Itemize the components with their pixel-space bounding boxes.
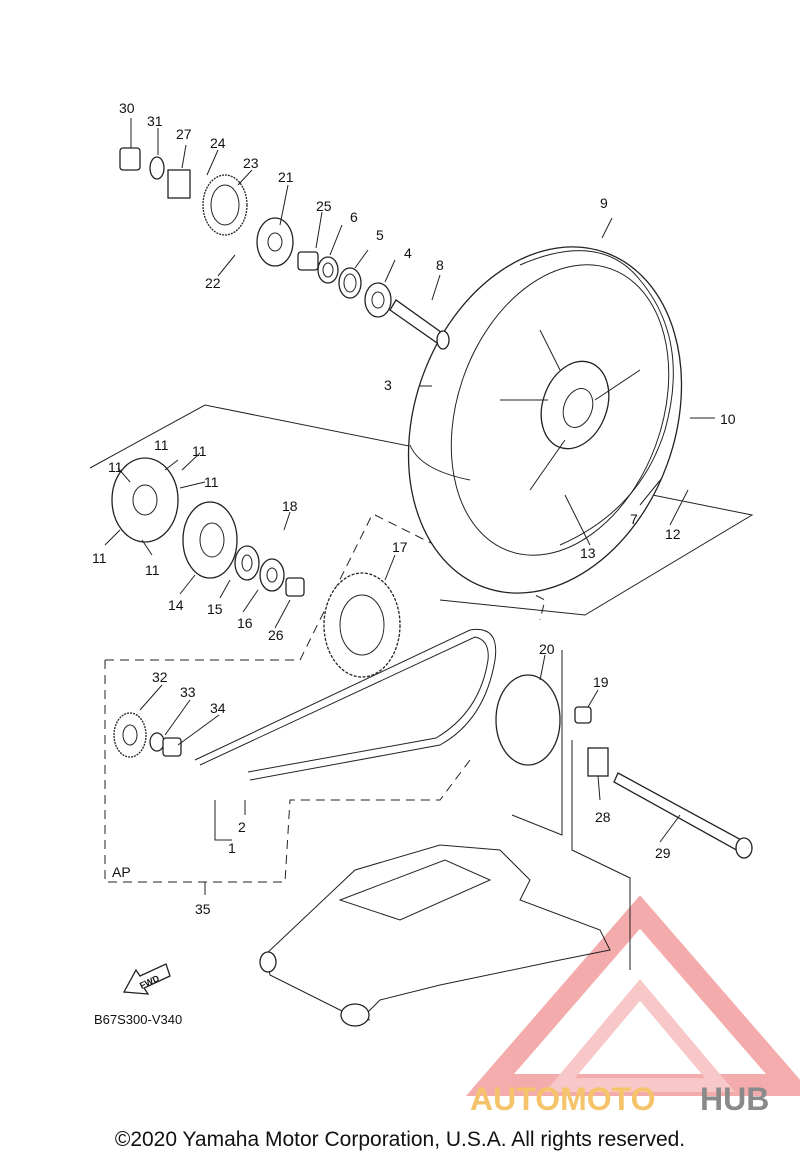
drive-chain — [194, 628, 497, 781]
watermark-logo — [465, 895, 800, 1096]
callout-9: 9 — [600, 195, 608, 211]
callout-2: 2 — [238, 819, 246, 835]
watermark-text-2: HUB — [700, 1081, 769, 1117]
callout-18: 18 — [282, 498, 298, 514]
watermark-text-1: AUTOMOTO — [470, 1081, 655, 1117]
callout-11-b: 11 — [192, 443, 207, 459]
callout-3: 3 — [384, 377, 392, 393]
callout-31: 31 — [147, 113, 163, 129]
sprocket-flange — [256, 217, 294, 267]
callout-12: 12 — [665, 526, 681, 542]
callout-4: 4 — [404, 245, 412, 261]
sprocket-cover — [495, 674, 561, 766]
axle-nut-set — [119, 147, 191, 199]
rear-wheel — [407, 246, 683, 594]
callout-30: 30 — [119, 100, 135, 116]
front-sprocket — [113, 712, 182, 758]
callout-29: 29 — [655, 845, 671, 861]
callout-14: 14 — [168, 597, 184, 613]
wheel-damper — [111, 457, 179, 543]
forward-arrow-icon: FWD — [122, 963, 171, 995]
callout-10: 10 — [720, 411, 736, 427]
callout-26: 26 — [268, 627, 284, 643]
callout-5: 5 — [376, 227, 384, 243]
callout-7: 7 — [630, 511, 638, 527]
axle-hardware — [574, 706, 753, 859]
upper-group-frame — [89, 404, 754, 616]
callout-1: 1 — [228, 840, 236, 856]
callout-13: 13 — [580, 545, 596, 561]
callout-11-e: 11 — [92, 550, 107, 566]
callout-17: 17 — [392, 539, 408, 555]
callout-23: 23 — [243, 155, 259, 171]
callout-11-c: 11 — [108, 459, 123, 475]
upper-bearings — [297, 251, 392, 318]
callout-28: 28 — [595, 809, 611, 825]
callout-24: 24 — [210, 135, 226, 151]
callout-6: 6 — [350, 209, 358, 225]
callout-33: 33 — [180, 684, 196, 700]
copyright-notice: ©2020 Yamaha Motor Corporation, U.S.A. A… — [114, 1128, 686, 1151]
callout-32: 32 — [152, 669, 168, 685]
callout-35: 35 — [195, 901, 211, 917]
callout-20: 20 — [539, 641, 555, 657]
hub-bearings — [234, 545, 305, 597]
callout-15: 15 — [207, 601, 223, 617]
rear-sprocket — [323, 572, 401, 678]
dashed-box-left-top — [105, 514, 373, 661]
swingarm — [259, 844, 611, 1027]
callout-8: 8 — [436, 257, 444, 273]
callout-27: 27 — [176, 126, 192, 142]
collar — [389, 299, 450, 350]
callout-21: 21 — [278, 169, 294, 185]
callout-11-f: 11 — [145, 562, 160, 578]
clutch-hub — [182, 501, 238, 579]
callout-22: 22 — [205, 275, 221, 291]
callout-19: 19 — [593, 674, 609, 690]
callout-16: 16 — [237, 615, 253, 631]
callout-34: 34 — [210, 700, 226, 716]
callout-25: 25 — [316, 198, 332, 214]
diagram-code: B67S300-V340 — [94, 1012, 183, 1027]
callout-11-a: 11 — [154, 437, 169, 453]
ring-gear — [202, 174, 248, 236]
callout-11-d: 11 — [204, 474, 219, 490]
dashed-box-bottom — [104, 660, 471, 883]
ap-label: AP — [112, 864, 131, 880]
